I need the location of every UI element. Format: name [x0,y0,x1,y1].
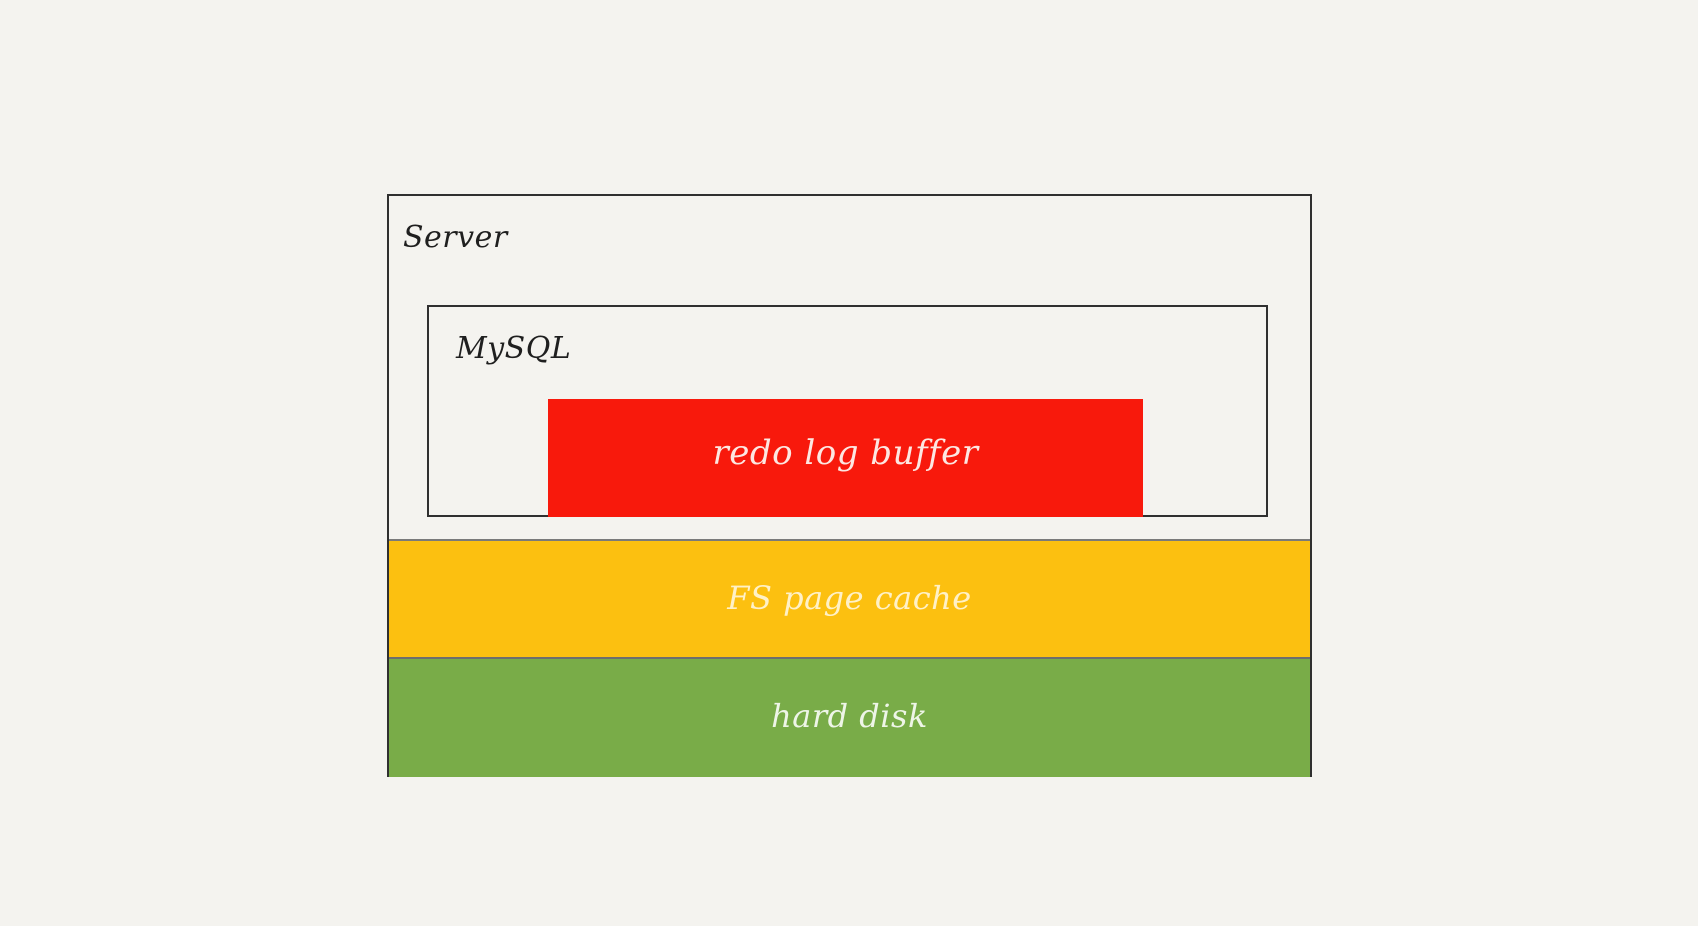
fs-page-cache-box: FS page cache [389,539,1310,657]
mysql-label: MySQL [456,331,572,366]
hard-disk-box: hard disk [389,657,1310,777]
fs-page-cache-label: FS page cache [727,579,972,617]
server-box: Server MySQL redo log buffer FS page cac… [387,194,1312,777]
server-label: Server [403,220,508,255]
hard-disk-label: hard disk [771,697,928,735]
redo-log-buffer-label: redo log buffer [712,433,979,473]
redo-log-buffer-box: redo log buffer [548,399,1143,517]
mysql-box: MySQL redo log buffer [427,305,1268,517]
